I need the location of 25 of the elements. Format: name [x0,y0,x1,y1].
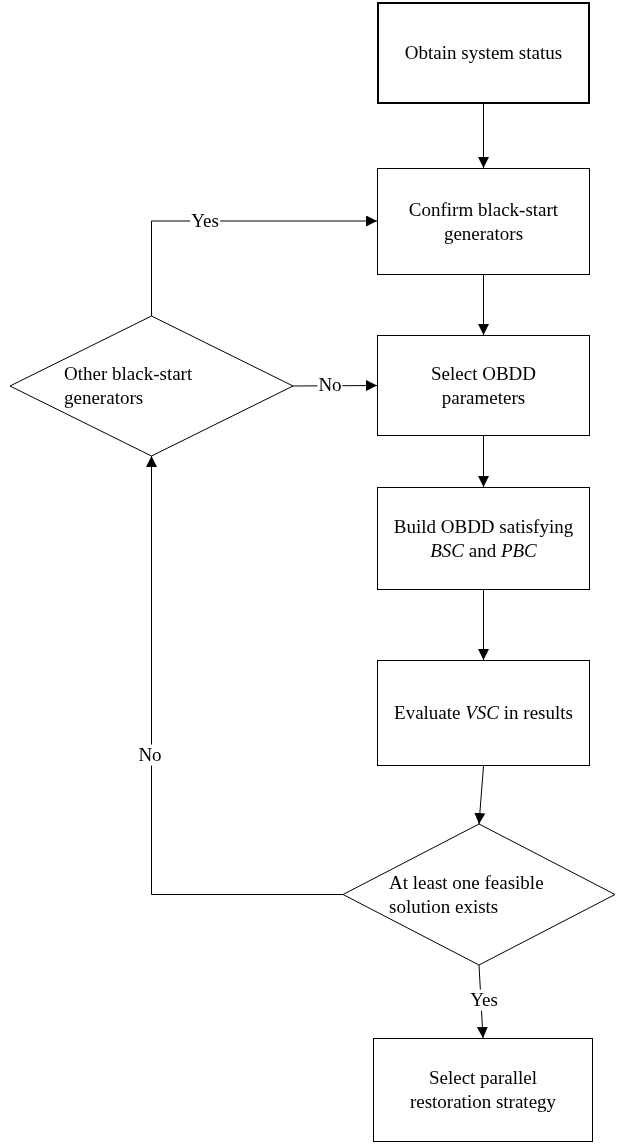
arrow [151,215,378,317]
process-box [373,1038,593,1142]
arrow [478,435,489,488]
edge-label: Yes [469,989,499,1011]
process-box [377,168,590,275]
decision-diamond [10,316,293,456]
process-box [377,487,590,590]
node-text: Build OBDD satisfying BSC and PBC [393,514,574,563]
arrow [146,455,344,895]
edge-label: No [137,744,163,766]
arrow [474,765,486,825]
arrow [478,103,489,169]
node-text: Confirm black-start generators [407,197,560,246]
node-text: Select OBDD parameters [430,361,537,410]
node-text: Evaluate VSC in results [394,701,573,725]
node-text: At least one feasible solution exists [389,870,545,919]
process-box [377,660,590,766]
arrow [478,589,489,661]
arrow [478,274,489,336]
decision-diamond [343,824,615,965]
process-box [377,335,590,436]
node-text: Select parallel restoration strategy [408,1066,558,1114]
node-text: Other black-start generators [64,362,194,410]
process-box [377,2,590,104]
node-text: Obtain system status [404,41,563,65]
